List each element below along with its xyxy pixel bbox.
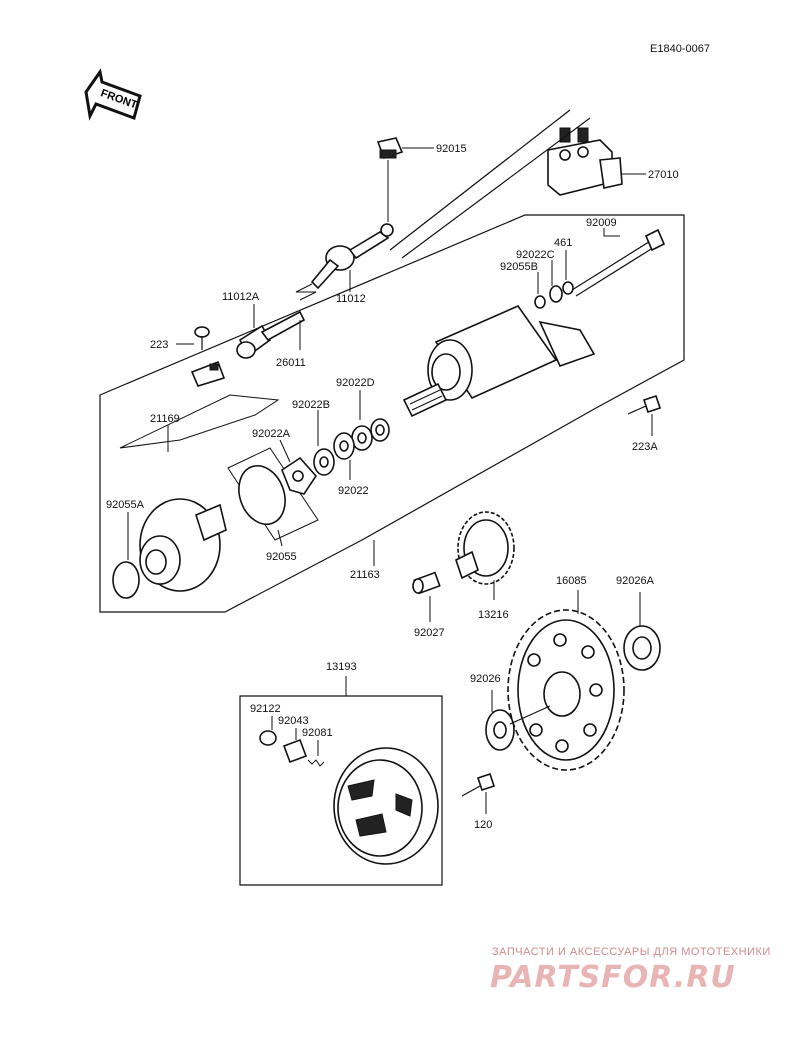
- bushing: [412, 571, 441, 595]
- terminal-cap: [376, 137, 404, 160]
- label-92022C: 92022C: [516, 249, 555, 261]
- label-11012A: 11012A: [222, 291, 260, 303]
- label-461: 461: [554, 237, 572, 249]
- oring-92055: [238, 465, 286, 525]
- label-11012: 11012: [336, 293, 366, 305]
- label-92055A: 92055A: [106, 499, 145, 511]
- label-223A: 223A: [632, 441, 658, 453]
- label-92122: 92122: [250, 703, 281, 715]
- label-21169: 21169: [150, 413, 180, 425]
- front-arrow-icon: FRONT: [84, 68, 142, 121]
- label-92022D: 92022D: [336, 377, 375, 389]
- screw-223: [194, 326, 210, 350]
- label-92015: 92015: [436, 143, 467, 155]
- spring-92081: [307, 759, 325, 767]
- label-92009: 92009: [586, 217, 617, 229]
- label-92022B: 92022B: [292, 399, 330, 411]
- starter-clutch: [333, 747, 439, 865]
- relay-cable-line: [389, 109, 571, 251]
- drawing-code: E1840-0067: [650, 43, 710, 55]
- watermark-logo: PARTSFOR.RU: [490, 960, 736, 995]
- cover-group-outline: [119, 394, 280, 449]
- through-bolt: [571, 228, 666, 297]
- starter-relay: [547, 127, 623, 196]
- label-223: 223: [150, 339, 168, 351]
- label-27010: 27010: [648, 169, 679, 181]
- watermark-tagline: ЗАПЧАСТИ И АКСЕССУАРЫ ДЛЯ МОТОТЕХНИКИ: [492, 946, 771, 958]
- roller-92122: [259, 730, 277, 746]
- clutch-box-outline: [239, 695, 443, 886]
- label-92055: 92055: [266, 551, 297, 563]
- label-92026A: 92026A: [616, 575, 655, 587]
- cable-boot: [236, 310, 306, 359]
- label-92055B: 92055B: [500, 261, 538, 273]
- brush-plate: [281, 456, 318, 495]
- washer-461: [562, 281, 574, 295]
- idle-gear: [455, 511, 515, 585]
- label-21163: 21163: [350, 569, 380, 581]
- starter-assembly-outline: [99, 214, 685, 613]
- label-92043: 92043: [278, 715, 309, 727]
- label-92022: 92022: [338, 485, 369, 497]
- label-92026: 92026: [470, 673, 501, 685]
- label-13216: 13216: [478, 609, 509, 621]
- label-92081: 92081: [302, 727, 333, 739]
- label-16085: 16085: [556, 575, 587, 587]
- pin-92043: [282, 738, 308, 764]
- bolt-223A: [627, 394, 662, 415]
- oring-92055A: [112, 561, 140, 599]
- starter-motor: [402, 305, 596, 418]
- bolt-120: [461, 772, 496, 797]
- label-92027: 92027: [414, 627, 445, 639]
- rear-cover: [139, 498, 227, 592]
- label-92022A: 92022A: [252, 428, 291, 440]
- label-26011: 26011: [276, 357, 306, 369]
- washer-92022C: [549, 285, 563, 303]
- label-120: 120: [474, 819, 492, 831]
- oring-92055B: [534, 295, 546, 309]
- label-13193: 13193: [326, 661, 357, 673]
- cable-clip: [190, 360, 226, 387]
- starter-cable: [310, 223, 394, 290]
- starter-sprocket: [507, 609, 625, 771]
